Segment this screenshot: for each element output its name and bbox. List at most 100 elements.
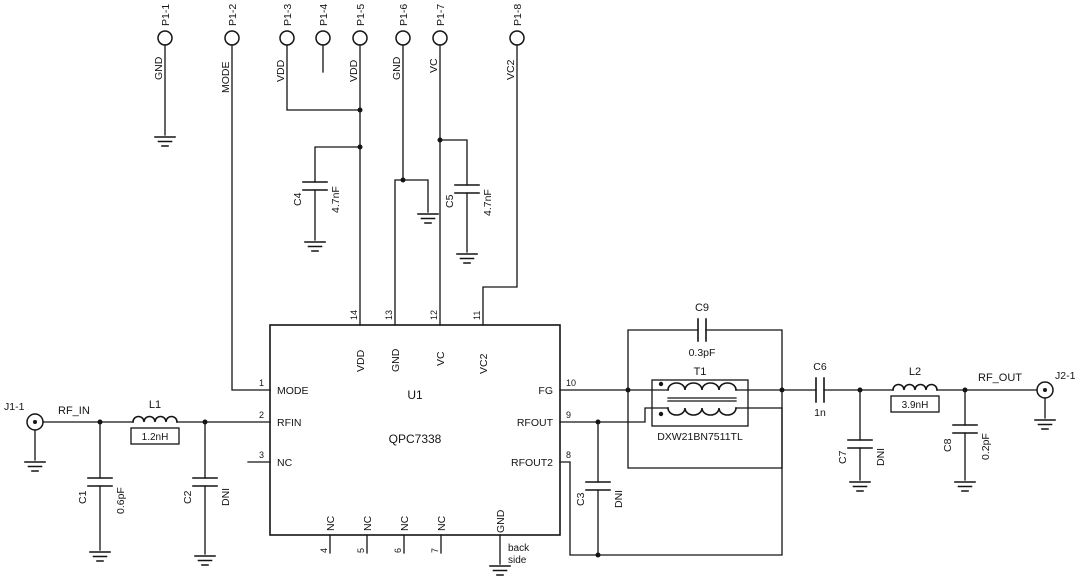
ic-u1: U1 QPC7338 14 13 12 11 VDD GND VC VC2 1 …: [247, 310, 576, 576]
capacitor-plates: [302, 181, 328, 191]
junction-dot: [437, 137, 443, 143]
pin-number: 9: [566, 410, 571, 420]
pin-number: 3: [259, 450, 264, 460]
pin-ref-label: P1-1: [160, 4, 172, 26]
transformer-primary-winding: [667, 382, 737, 391]
phasing-dot: [658, 411, 664, 417]
component-ref: C3: [575, 492, 587, 506]
component-value: 4.7nF: [482, 189, 494, 216]
pin13-ground-run: [394, 179, 439, 326]
connector-pad: [395, 30, 411, 46]
connector-pad: [315, 30, 331, 46]
component-ref: C8: [942, 438, 954, 452]
connector-pad: [352, 30, 368, 46]
inductor-coil: [892, 383, 938, 391]
component-ref: C9: [695, 302, 709, 314]
pin-number: 13: [384, 310, 394, 320]
ground-symbol: [154, 136, 176, 147]
ic-body: [269, 324, 561, 536]
component-value: 0.6pF: [115, 487, 127, 514]
capacitor-plates: [454, 184, 480, 194]
pin-name: VC: [435, 351, 447, 366]
pin-number: 7: [430, 548, 440, 553]
wire: [231, 44, 271, 391]
ground-symbol: [1034, 419, 1056, 430]
transformer-secondary-winding: [667, 407, 737, 416]
pin-ref-label: P1-5: [355, 4, 367, 26]
header-pin-p1-2: P1-2 MODE: [220, 4, 271, 391]
capacitor-c4: C4 4.7nF: [292, 144, 363, 252]
component-ref: C4: [292, 192, 304, 206]
coax-center-pin: [33, 420, 37, 424]
pin-ref-label: P1-4: [318, 4, 330, 26]
transformer-box: [651, 379, 749, 427]
net-label: GND: [153, 56, 165, 80]
component-value: DNI: [220, 488, 232, 506]
pin-name: VC2: [478, 353, 490, 374]
component-value: DNI: [875, 448, 887, 466]
ic-ref: U1: [407, 388, 423, 402]
header-pin-p1-8: P1-8 VC2: [482, 4, 525, 326]
net-label: VC2: [505, 59, 517, 80]
wire: [482, 44, 518, 326]
net-label: RF_OUT: [978, 372, 1022, 384]
capacitor-plates: [815, 377, 825, 403]
pin-ref-label: P1-7: [435, 4, 447, 26]
component-value: 4.7nF: [330, 186, 342, 213]
pin-number: 10: [566, 378, 576, 388]
pin-name: GND: [390, 348, 402, 372]
header-pin-p1-5: P1-5 VDD: [348, 4, 368, 326]
pin-number: 11: [472, 311, 482, 320]
wire: [439, 139, 468, 186]
pin-ref-label: P1-6: [398, 4, 410, 26]
wire: [559, 407, 669, 423]
capacitor-plates: [585, 481, 611, 491]
inductor-coil: [132, 415, 178, 423]
component-value: 1n: [814, 407, 826, 419]
header-pin-p1-4: P1-4: [315, 4, 331, 73]
component-value: 0.3pF: [689, 347, 716, 359]
connector-pad: [509, 30, 525, 46]
phasing-dot: [658, 381, 664, 387]
component-ref: C7: [837, 450, 849, 464]
wire: [394, 179, 429, 326]
pin-name: MODE: [277, 385, 309, 397]
component-ref: T1: [694, 366, 707, 378]
ground-symbol: [304, 241, 326, 252]
pin-name: RFIN: [277, 417, 302, 429]
rf-input-chain: J1-1 RF_IN L1 1.2nH C1 0.6pF C2 DNI: [4, 399, 271, 566]
net-label: VC: [428, 58, 440, 73]
net-label: VDD: [348, 59, 360, 82]
ground-symbol: [24, 461, 46, 472]
component-value: 3.9nH: [902, 400, 929, 411]
ground-symbol: [954, 481, 976, 492]
net-label: VDD: [275, 59, 287, 82]
module-outline: [627, 329, 783, 469]
nc-pin-stubs: [329, 534, 442, 554]
connector-ref: J2-1: [1055, 370, 1076, 382]
component-ref: L1: [149, 399, 161, 411]
pin-name: RFOUT2: [511, 457, 553, 469]
component-ref: L2: [909, 366, 921, 378]
connector-ref: J1-1: [4, 401, 25, 413]
pin-name: FG: [538, 385, 553, 397]
rf-output-network: C9 0.3pF T1 DXW21BN7511TL C3 DNI C6 1n C…: [559, 302, 1076, 558]
ground-symbol: [849, 481, 871, 492]
pad-note: side: [508, 555, 527, 566]
value-box: [130, 427, 180, 445]
capacitor-plates: [87, 477, 113, 487]
header-pin-p1-7: P1-7 VC: [428, 4, 448, 326]
connector-pad: [432, 30, 448, 46]
header-pin-p1-1: P1-1 GND: [153, 4, 176, 147]
pin-ref-label: P1-2: [227, 4, 239, 26]
wire: [559, 407, 783, 556]
component-value: 0.2pF: [980, 433, 992, 460]
capacitor-plates: [952, 424, 978, 434]
junction-dot: [357, 144, 363, 150]
connector-pad: [224, 30, 240, 46]
wire: [314, 146, 361, 183]
pin-number: 4: [319, 548, 329, 553]
pin-number: 14: [349, 310, 359, 320]
